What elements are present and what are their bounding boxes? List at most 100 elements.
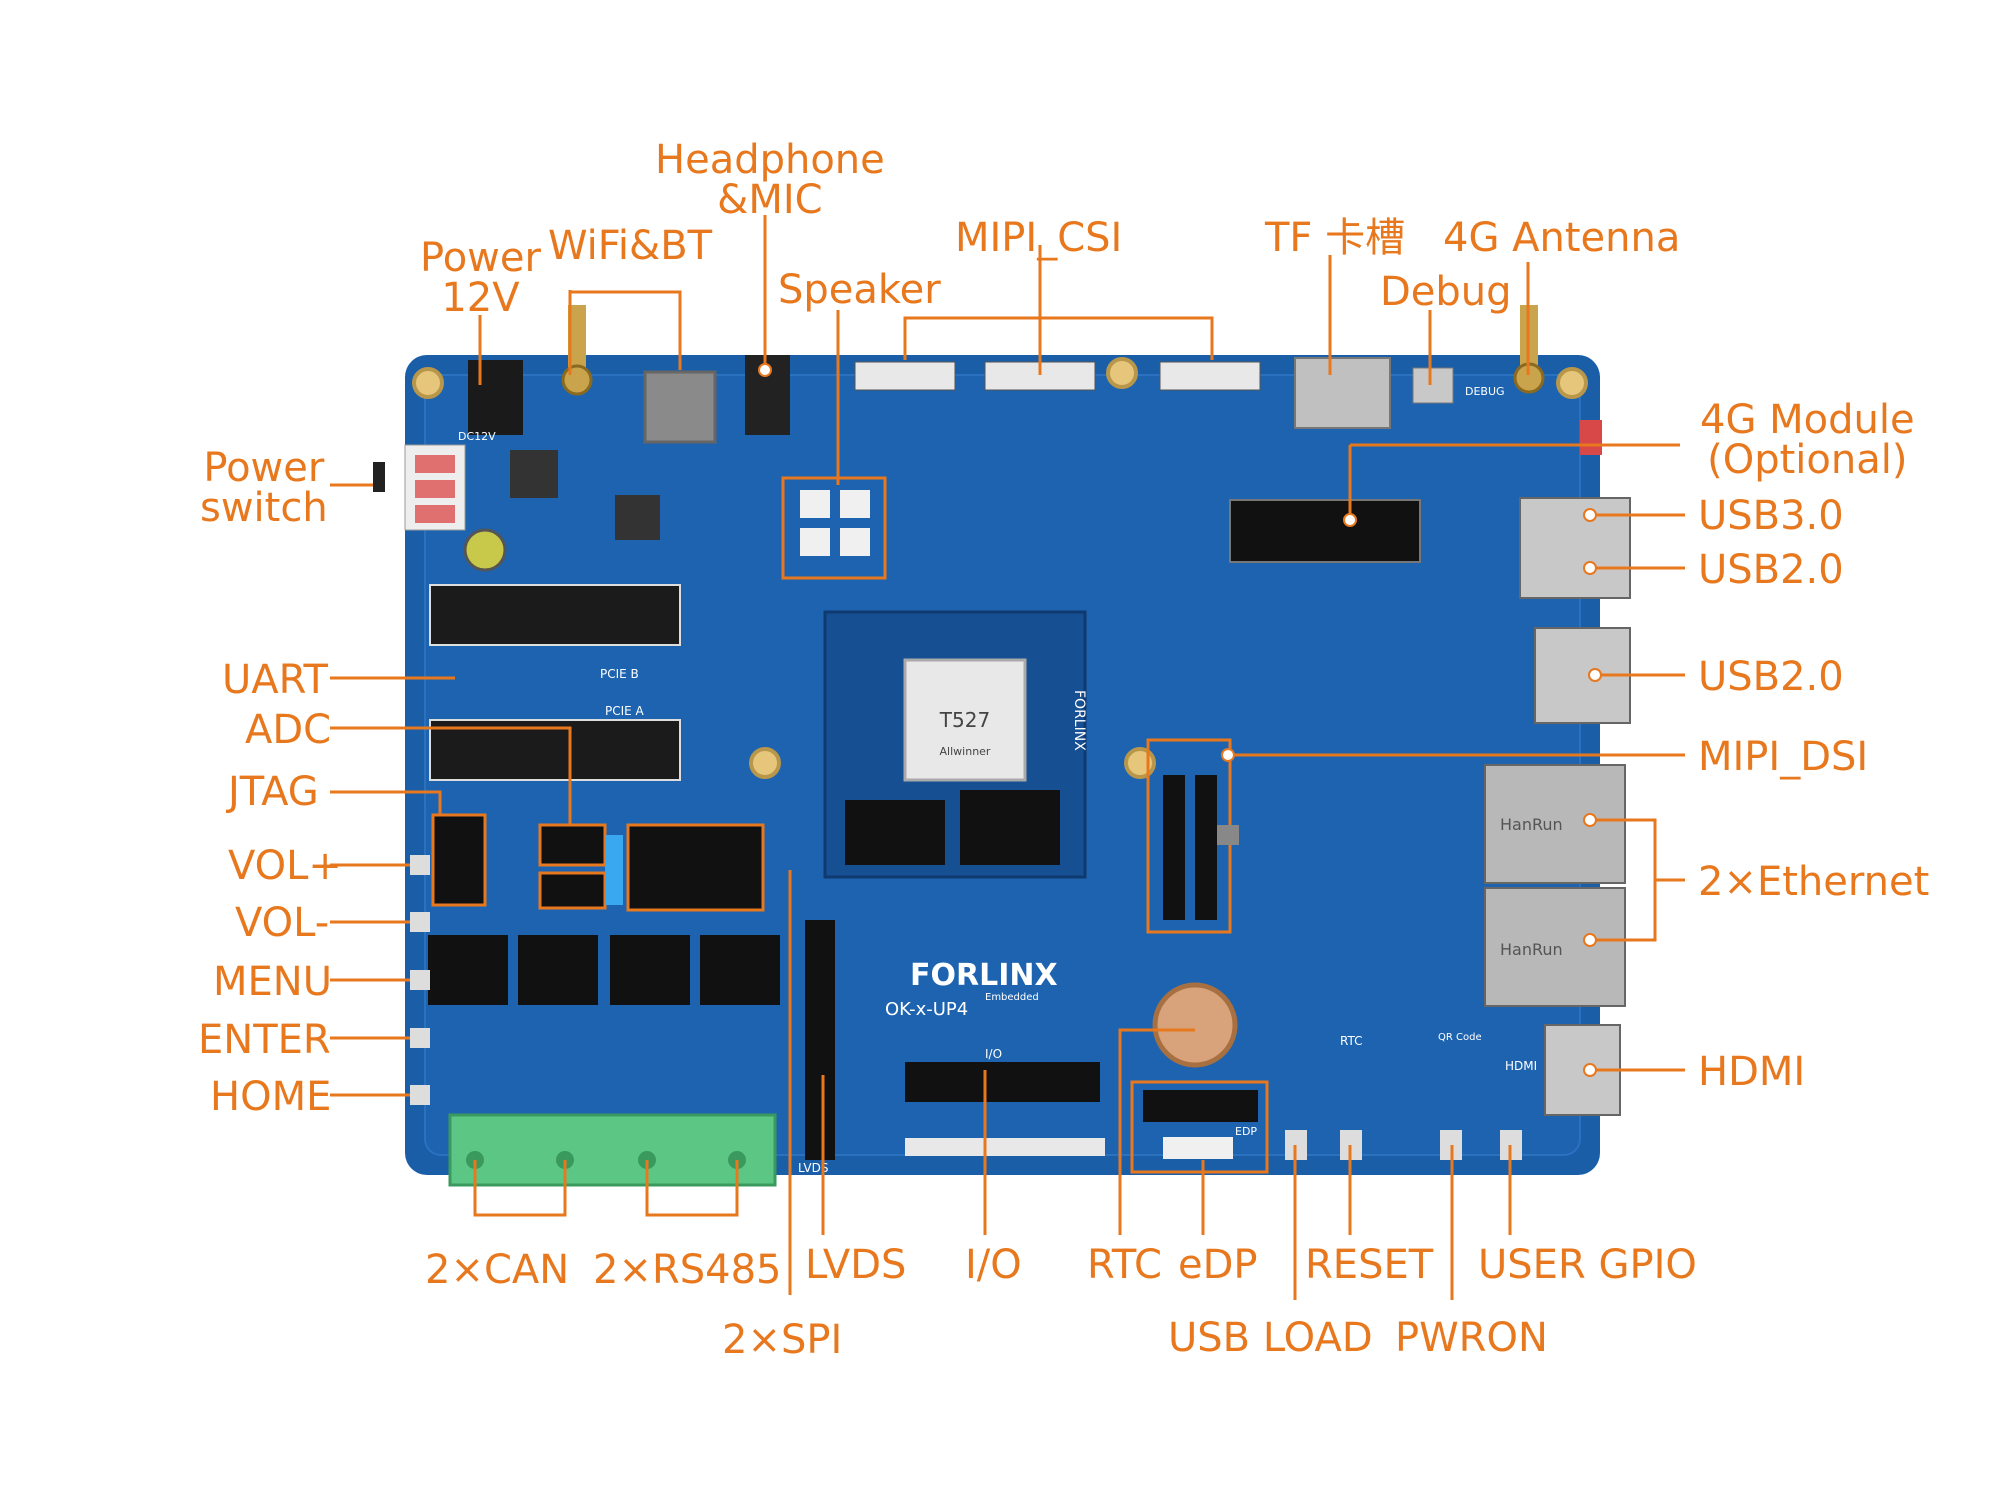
mount-hole	[1106, 357, 1138, 389]
mount-hole	[1124, 747, 1156, 779]
silk-pcie-a: PCIE A	[605, 704, 645, 718]
label-reset: RESET	[1305, 1242, 1434, 1288]
silk-qr: QR Code	[1438, 1032, 1482, 1043]
board-brand-logo: FORLINX	[910, 958, 1058, 993]
label-hdmi: HDMI	[1698, 1049, 1806, 1095]
wifi-bt-module	[643, 370, 717, 444]
pcie-slot-a	[429, 719, 681, 781]
adc-header	[538, 823, 607, 867]
dc-jack	[468, 360, 523, 435]
lvds-fpc	[905, 1138, 1105, 1156]
callout-dots	[758, 363, 1602, 1077]
label-vol-plus: VOL+	[228, 843, 342, 889]
mount-hole	[749, 747, 781, 779]
wifi-antenna-base	[561, 364, 593, 396]
label-user-gpio: USER GPIO	[1478, 1242, 1697, 1288]
speaker-connector	[800, 490, 830, 518]
transceiver-chip	[518, 935, 598, 1005]
mipi-csi-connector	[854, 361, 956, 391]
speaker-connector	[800, 528, 830, 556]
io-header	[905, 1062, 1100, 1102]
eth-brand: HanRun	[1500, 940, 1563, 959]
label-vol-minus: VOL-	[235, 900, 330, 946]
spi-header	[626, 823, 765, 912]
key-vol-plus[interactable]	[410, 855, 430, 875]
soc-vendor: Allwinner	[940, 745, 991, 758]
label-speaker: Speaker	[778, 267, 941, 313]
soc-chip	[903, 658, 1027, 782]
silk-io: I/O	[985, 1047, 1002, 1061]
label-wifi-bt: WiFi&BT	[548, 223, 713, 269]
mount-hole	[412, 367, 444, 399]
label-headphone-mic: Headphone &MIC	[655, 137, 885, 223]
ethernet-port-2	[1484, 887, 1626, 1007]
board-model: OK-x-UP4	[885, 999, 968, 1020]
key-menu[interactable]	[410, 970, 430, 990]
inductor-4r7	[615, 495, 660, 540]
ram-chip	[845, 800, 945, 865]
power-switch[interactable]	[373, 462, 385, 492]
silk-dc12v: DC12V	[458, 430, 496, 443]
key-vol-minus[interactable]	[410, 912, 430, 932]
debug-usb	[1412, 367, 1454, 404]
switch-pad	[415, 455, 455, 473]
key-enter[interactable]	[410, 1028, 430, 1048]
label-usb20-a: USB2.0	[1698, 547, 1844, 593]
silk-debug: DEBUG	[1465, 385, 1505, 398]
uart-header	[538, 871, 607, 910]
key-home[interactable]	[410, 1085, 430, 1105]
silk-hdmi: HDMI	[1505, 1059, 1537, 1073]
emmc-chip	[960, 790, 1060, 865]
callout-lines	[330, 215, 1685, 1300]
transceiver-chip	[428, 935, 508, 1005]
4g-switch	[1580, 420, 1602, 455]
switch-pad	[415, 480, 455, 498]
som-brand: FORLINX	[1071, 690, 1087, 751]
switch-pad	[415, 505, 455, 523]
label-spi: 2×SPI	[722, 1317, 843, 1363]
label-usb20-b: USB2.0	[1698, 654, 1844, 700]
silk-lvds: LVDS	[798, 1161, 828, 1175]
mipi-dsi-connector	[1195, 775, 1217, 920]
speaker-connector	[840, 528, 870, 556]
usb-stack	[1519, 497, 1631, 599]
label-mipi-csi: MIPI_CSI	[955, 215, 1123, 261]
4g-module-slot	[1229, 499, 1421, 563]
soc-name: T527	[939, 708, 990, 732]
label-adc: ADC	[245, 707, 332, 753]
edp-header	[1130, 1080, 1269, 1174]
terminal-block	[448, 1113, 777, 1187]
battery-holder	[1217, 825, 1239, 845]
mipi-csi-connector	[1159, 361, 1261, 391]
transceiver-chip	[700, 935, 780, 1005]
mount-hole	[1556, 367, 1588, 399]
label-enter: ENTER	[198, 1017, 331, 1063]
inductor-2r2	[510, 450, 558, 498]
pcie-slot-b	[429, 584, 681, 646]
label-rs485: 2×RS485	[593, 1247, 782, 1293]
speaker-connector	[840, 490, 870, 518]
lvds-header	[805, 920, 835, 1160]
rtc-battery	[1152, 982, 1238, 1068]
label-usb30: USB3.0	[1698, 493, 1844, 539]
mipi-dsi-connector	[1163, 775, 1185, 920]
silk-pcie-b: PCIE B	[600, 667, 639, 681]
label-jtag: JTAG	[228, 769, 319, 815]
label-4g-module: 4G Module (Optional)	[1700, 397, 1915, 483]
label-pwron: PWRON	[1395, 1315, 1548, 1361]
label-menu: MENU	[213, 959, 332, 1005]
speaker-highlight	[781, 476, 887, 580]
label-uart: UART	[222, 657, 328, 703]
label-mipi-dsi: MIPI_DSI	[1698, 734, 1869, 780]
silk-edp: EDP	[1235, 1125, 1257, 1138]
silk-rtc: RTC	[1340, 1034, 1362, 1048]
label-tf-slot: TF 卡槽	[1265, 215, 1406, 261]
label-io: I/O	[965, 1242, 1022, 1288]
edp-pin-header	[1143, 1090, 1258, 1122]
label-debug: Debug	[1380, 269, 1512, 315]
label-power-12v: Power 12V	[420, 235, 541, 321]
label-power-switch: Power switch	[200, 445, 328, 531]
wifi-antenna-stem	[568, 305, 586, 385]
blue-jumper	[605, 835, 623, 905]
label-lvds: LVDS	[805, 1242, 907, 1288]
